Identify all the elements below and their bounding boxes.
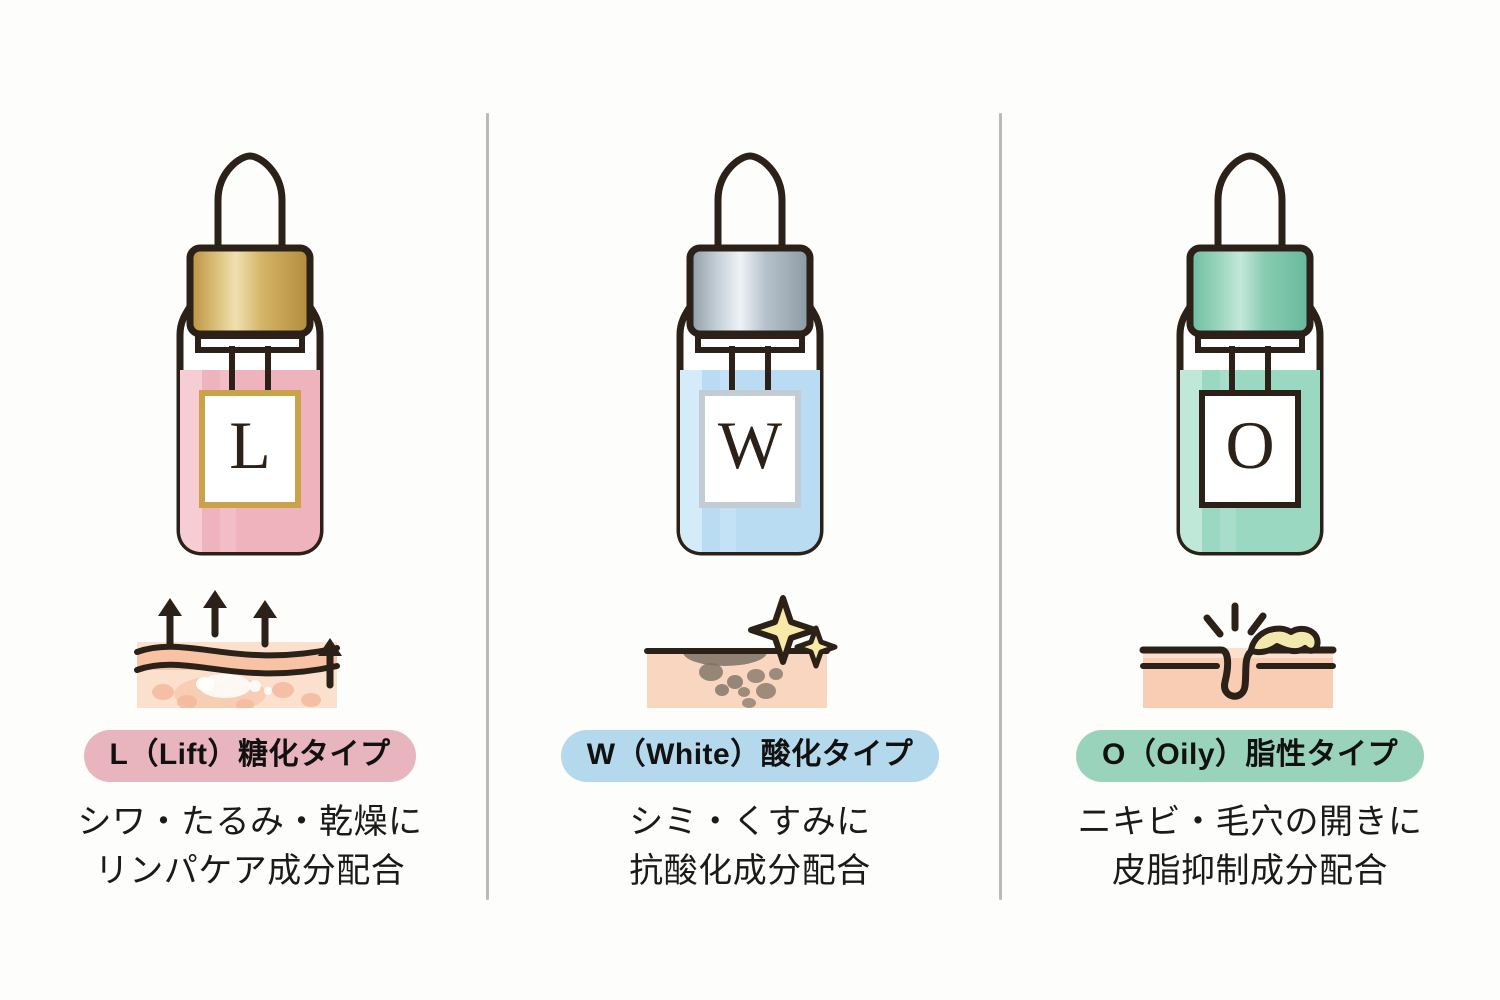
bottle-cap [1186, 244, 1314, 338]
type-description-lift: シワ・たるみ・乾燥に リンパケア成分配合 [78, 798, 423, 897]
type-column-oily: O [1000, 0, 1500, 1000]
dropper-bulb [1214, 152, 1286, 260]
type-column-white: W [500, 0, 1000, 1000]
bottle-cap [186, 244, 314, 338]
skin-surface-line [134, 643, 340, 659]
bottle-label [1199, 390, 1301, 508]
type-description-oily: ニキビ・毛穴の開きに 皮脂抑制成分配合 [1078, 798, 1423, 897]
column-divider-1 [486, 113, 489, 900]
bottle-label-letter: O [1225, 407, 1274, 483]
skin-icon-white [620, 590, 880, 710]
description-line-1: シワ・たるみ・乾燥に [77, 802, 423, 841]
type-column-lift: L [0, 0, 500, 1000]
bottle-label-letter: L [229, 407, 271, 483]
dropper-bulb [214, 152, 286, 260]
type-badge-white[interactable]: W（White）酸化タイプ [560, 730, 940, 782]
description-line-2: リンパケア成分配合 [94, 851, 406, 890]
dropper-bulb [714, 152, 786, 260]
pore-outline [1139, 646, 1337, 700]
bottle-cap [686, 244, 814, 338]
description-line-2: 抗酸化成分配合 [629, 851, 871, 890]
bottle-label [699, 390, 801, 508]
bottle-neck-ring [695, 333, 805, 353]
column-divider-2 [999, 113, 1002, 900]
skin-icon-lift [120, 590, 380, 710]
sparkle-icon-large [748, 595, 818, 665]
skin-icon-oily [1120, 590, 1380, 710]
bottle-label [199, 390, 301, 508]
bottle-label-letter: W [718, 407, 783, 483]
lift-arrows-icon [158, 590, 342, 689]
type-badge-lift[interactable]: L（Lift）糖化タイプ [83, 730, 417, 782]
skin-dermis-line [134, 661, 340, 677]
sparkle-icon-small [794, 625, 838, 669]
sebum-blob [1248, 625, 1321, 656]
pore-burst-lines-icon [1203, 602, 1267, 638]
description-line-2: 皮脂抑制成分配合 [1112, 851, 1388, 890]
description-line-1: ニキビ・毛穴の開きに [1077, 802, 1423, 841]
bottle-illustration-lift: L [130, 138, 370, 578]
description-line-1: シミ・くすみに [629, 802, 871, 841]
bottle-illustration-white: W [630, 138, 870, 578]
bottle-neck-ring [1195, 333, 1305, 353]
bottle-illustration-oily: O [1130, 138, 1370, 578]
type-description-white: シミ・くすみに 抗酸化成分配合 [629, 798, 871, 897]
type-badge-oily[interactable]: O（Oily）脂性タイプ [1075, 730, 1425, 782]
bottle-neck-ring [195, 333, 305, 353]
